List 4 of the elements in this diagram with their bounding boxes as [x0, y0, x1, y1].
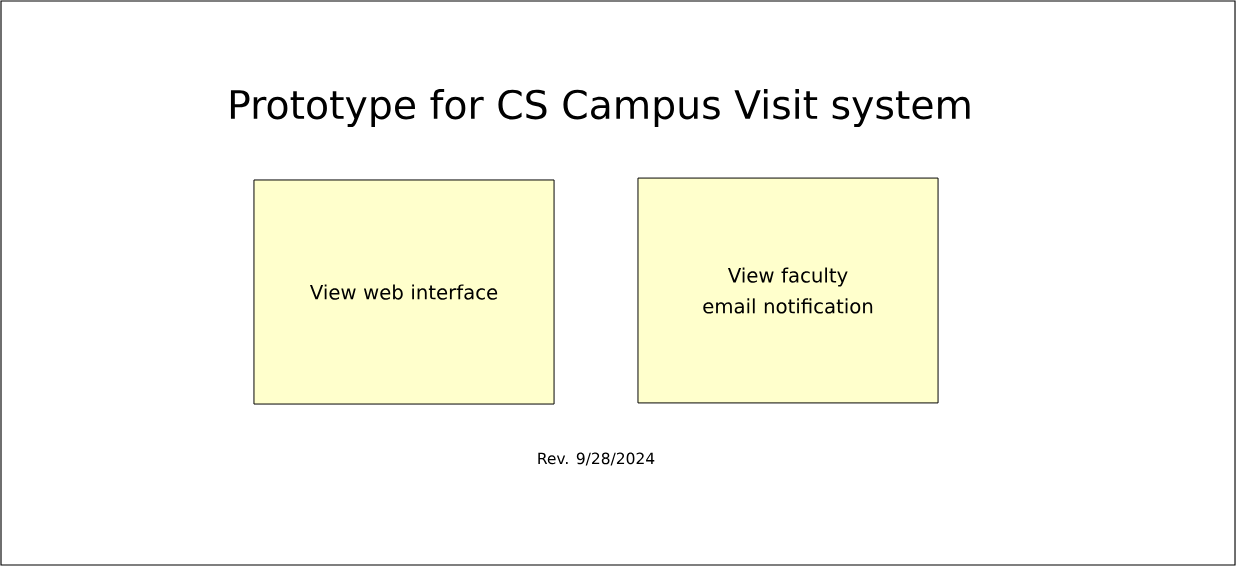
- revision-note: Rev. 9/28/2024: [538, 452, 655, 466]
- note-box: View web interface: [253, 179, 555, 405]
- note-box: View faculty email notification: [637, 177, 939, 404]
- title: Prototype for CS Campus Visit system: [230, 88, 970, 128]
